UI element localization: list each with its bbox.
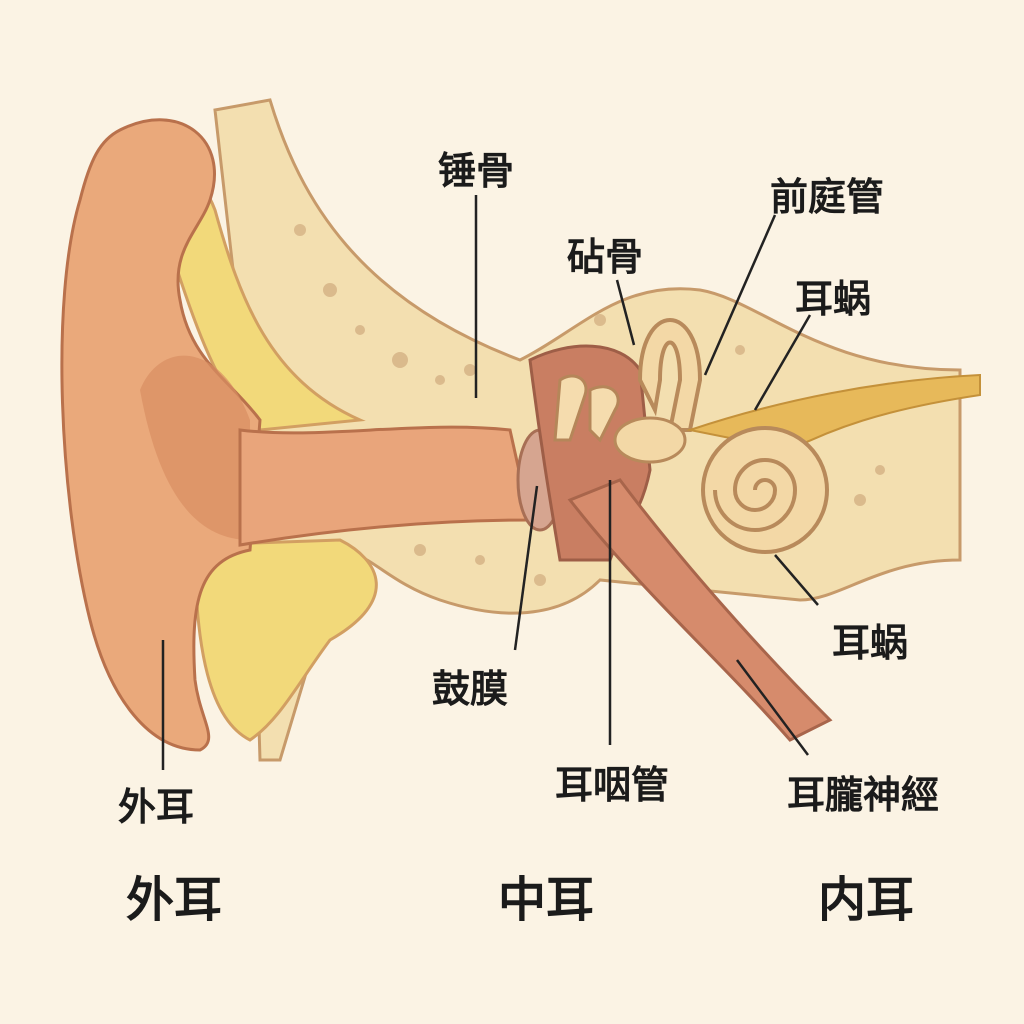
- cochlea-shape: [701, 426, 829, 554]
- label-malleus: 锤骨: [438, 149, 515, 193]
- incus-bone: [588, 385, 620, 443]
- label-incus: 砧骨: [567, 235, 644, 279]
- label-eardrum: 鼓膜: [432, 667, 509, 711]
- section-outer-ear: 外耳: [126, 872, 223, 928]
- label-outer-ear: 外耳: [118, 785, 195, 829]
- eustachian-tube: [567, 478, 833, 742]
- concha: [140, 355, 250, 540]
- lower-cartilage: [193, 538, 378, 742]
- vestibule: [613, 416, 687, 464]
- label-cochlea-upper: 耳蜗: [795, 277, 872, 321]
- label-auditory-nerve: 耳朧神經: [787, 773, 940, 817]
- label-scala-vestibuli: 前庭管: [770, 175, 885, 219]
- label-eustachian-tube: 耳咽管: [555, 763, 670, 807]
- section-inner-ear: 内耳: [818, 872, 915, 928]
- section-middle-ear: 中耳: [498, 872, 595, 928]
- leader-lines: [161, 195, 819, 770]
- label-cochlea-lower: 耳蜗: [832, 621, 909, 665]
- malleus-bone: [553, 374, 588, 442]
- bone-pores: [294, 224, 885, 586]
- semicircular-canal: [637, 318, 703, 432]
